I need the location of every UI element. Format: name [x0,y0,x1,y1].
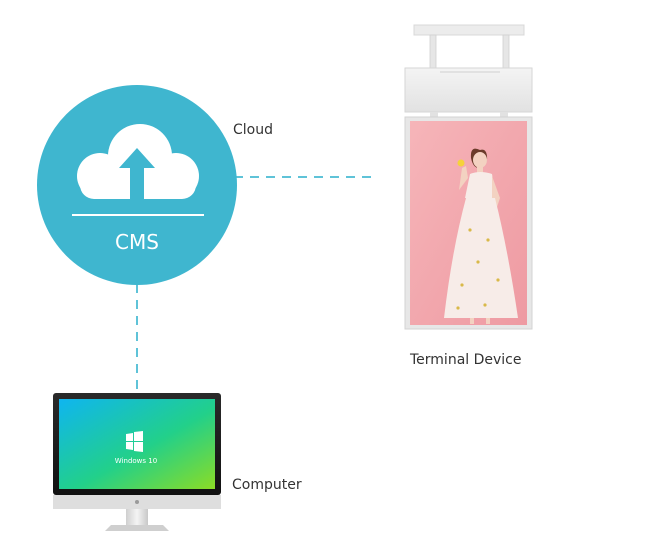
hanging-rod-left [429,34,437,69]
computer-label: Computer [232,477,302,493]
terminal-device [404,24,533,330]
monitor-stand-base [105,525,169,531]
cloud-upload-icon [77,124,199,199]
windows-label: Windows 10 [115,457,157,465]
hanging-rod-right [502,34,510,69]
cms-label: CMS [115,230,159,254]
mount-box [404,67,533,113]
computer-monitor: Windows 10 [53,393,221,531]
cloud-label: Cloud [233,122,273,138]
monitor-stand-neck [126,509,148,525]
model-figure-image [444,148,518,324]
terminal-device-label: Terminal Device [410,352,522,368]
ceiling-plate [413,24,525,36]
cms-cloud-node: CMS [37,85,237,285]
windows-logo-icon [126,431,143,452]
